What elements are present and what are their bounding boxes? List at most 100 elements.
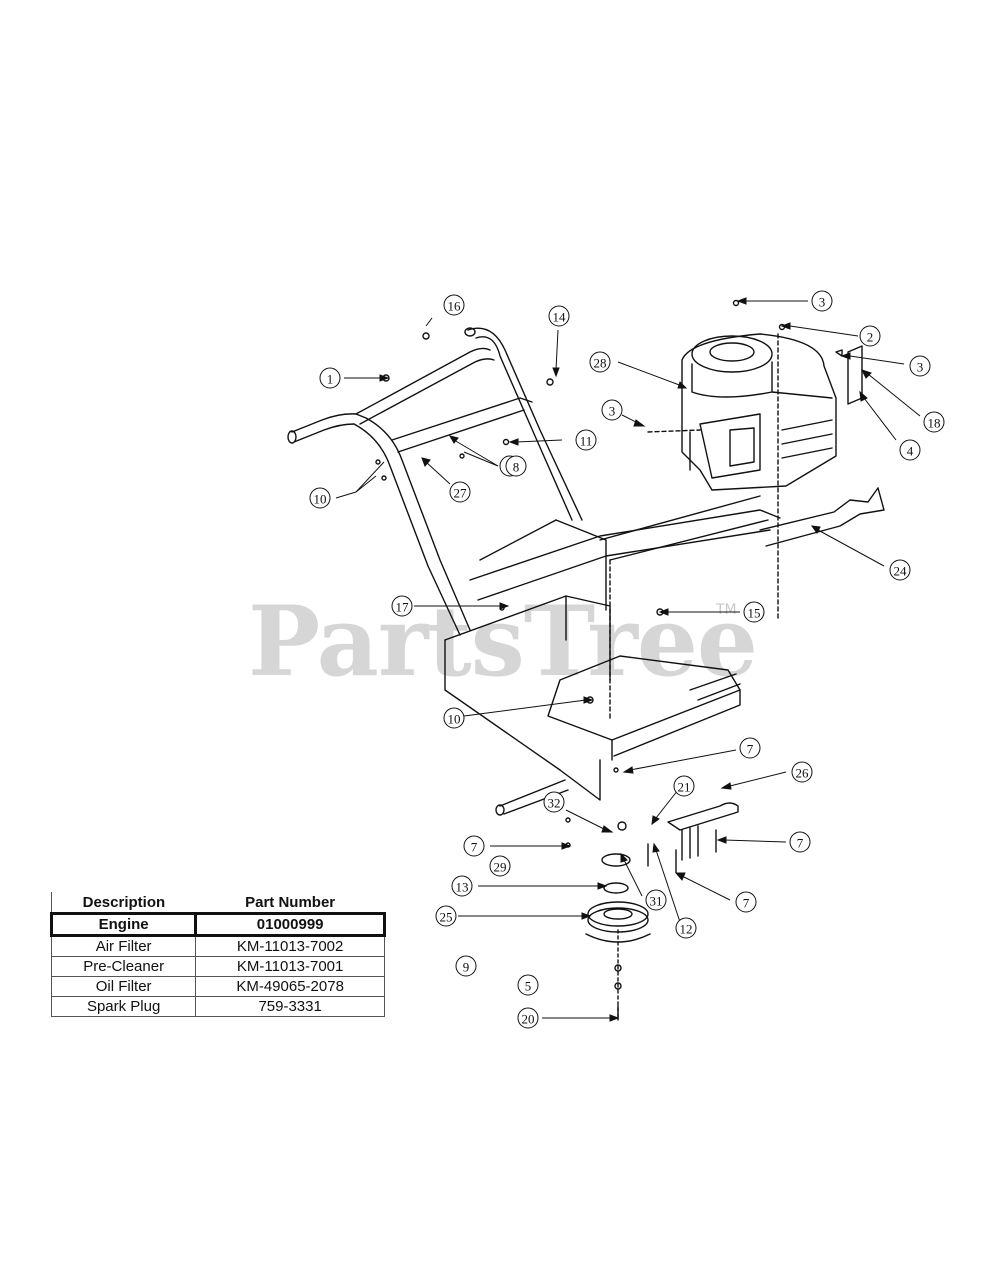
part-number-cell: 01000999 (194, 912, 386, 937)
callout-circle (789, 831, 811, 853)
callout-number: 17 (396, 600, 410, 615)
callout-16: 16 (443, 294, 465, 316)
callout-8: 8 (505, 455, 527, 477)
callout-circle (309, 487, 331, 509)
callout-circle (909, 355, 931, 377)
callout-18: 18 (923, 411, 945, 433)
callout-circle (899, 439, 921, 461)
left-handle-arm (365, 417, 471, 631)
callout-number: 15 (748, 606, 761, 621)
pulley-small (601, 853, 631, 867)
callout-circle (435, 905, 457, 927)
callout-number: 24 (894, 564, 908, 579)
chassis-plate (444, 595, 611, 681)
callout-circle (589, 351, 611, 373)
description-cell: Spark Plug (50, 996, 197, 1017)
bracket (667, 802, 739, 831)
handle-crossbar (355, 347, 491, 415)
callout-number: 28 (594, 356, 607, 371)
callout-circle (517, 974, 539, 996)
callout-number: 9 (463, 960, 470, 975)
callout-28: 28 (589, 351, 611, 373)
description-header: Description (50, 892, 196, 914)
callout-3: 3 (909, 355, 931, 377)
callout-24: 24 (889, 559, 911, 581)
callout-17: 17 (391, 595, 413, 617)
callout-circle (463, 835, 485, 857)
callout-circle (859, 325, 881, 347)
callout-circle (743, 601, 765, 623)
callout-11: 11 (575, 429, 597, 451)
callout-number: 2 (867, 330, 874, 345)
callout-number: 20 (522, 1012, 535, 1027)
callout-12: 12 (675, 917, 697, 939)
callout-circle (811, 290, 833, 312)
callout-2: 2 (859, 325, 881, 347)
callout-number: 13 (456, 880, 469, 895)
callout-10: 10 (443, 707, 465, 729)
callout-31: 31 (645, 889, 667, 911)
callout-number: 3 (917, 360, 924, 375)
callout-21: 21 (673, 775, 695, 797)
callout-number: 7 (471, 840, 478, 855)
callout-circle (443, 707, 465, 729)
description-cell: Engine (49, 912, 198, 937)
callout-number: 18 (928, 416, 941, 431)
callout-circle (449, 481, 471, 503)
callout-circle (548, 305, 570, 327)
callout-7: 7 (789, 831, 811, 853)
callout-27: 27 (449, 481, 471, 503)
callout-1: 1 (319, 367, 341, 389)
callout-number: 5 (525, 979, 532, 994)
description-cell: Pre-Cleaner (50, 956, 197, 977)
callout-13: 13 (451, 875, 473, 897)
callout-15: 15 (743, 601, 765, 623)
callout-5: 5 (517, 974, 539, 996)
callout-10: 10 (309, 487, 331, 509)
callout-7: 7 (739, 737, 761, 759)
callout-number: 10 (314, 492, 327, 507)
callout-number: 27 (454, 486, 468, 501)
callout-circle (645, 889, 667, 911)
part-number-cell: KM-11013-7001 (195, 956, 385, 977)
callout-32: 32 (543, 791, 565, 813)
callout-circle (791, 761, 813, 783)
callout-circle (601, 399, 623, 421)
callout-circle (889, 559, 911, 581)
callout-circle (739, 737, 761, 759)
callout-3: 3 (601, 399, 623, 421)
callout-number: 7 (797, 836, 804, 851)
callout-circle (675, 917, 697, 939)
callout-number: 31 (650, 894, 663, 909)
part-number-cell: 759-3331 (195, 996, 385, 1017)
watermark-tm: TM (715, 602, 737, 618)
callout-number: 3 (609, 404, 616, 419)
callout-number: 14 (553, 310, 567, 325)
callout-number: 29 (494, 860, 507, 875)
table-header-row: Description Part Number (50, 892, 385, 914)
callout-9: 9 (455, 955, 477, 977)
muffler (759, 487, 879, 531)
engine-air-filter-cover (691, 335, 773, 373)
callout-25: 25 (435, 905, 457, 927)
callout-29: 29 (489, 855, 511, 877)
callout-circle (735, 891, 757, 913)
callout-number: 4 (907, 444, 914, 459)
callout-number: 26 (796, 766, 810, 781)
callout-number: 32 (548, 796, 561, 811)
callout-number: 1 (327, 372, 334, 387)
callout-circle (391, 595, 413, 617)
callout-number: 16 (448, 299, 462, 314)
callout-number: 10 (448, 712, 461, 727)
callout-circle (489, 855, 511, 877)
callout-14: 14 (548, 305, 570, 327)
callout-labels: 1233345777778910101112131415161718202124… (309, 290, 945, 1029)
drawing-lines (287, 299, 885, 1021)
